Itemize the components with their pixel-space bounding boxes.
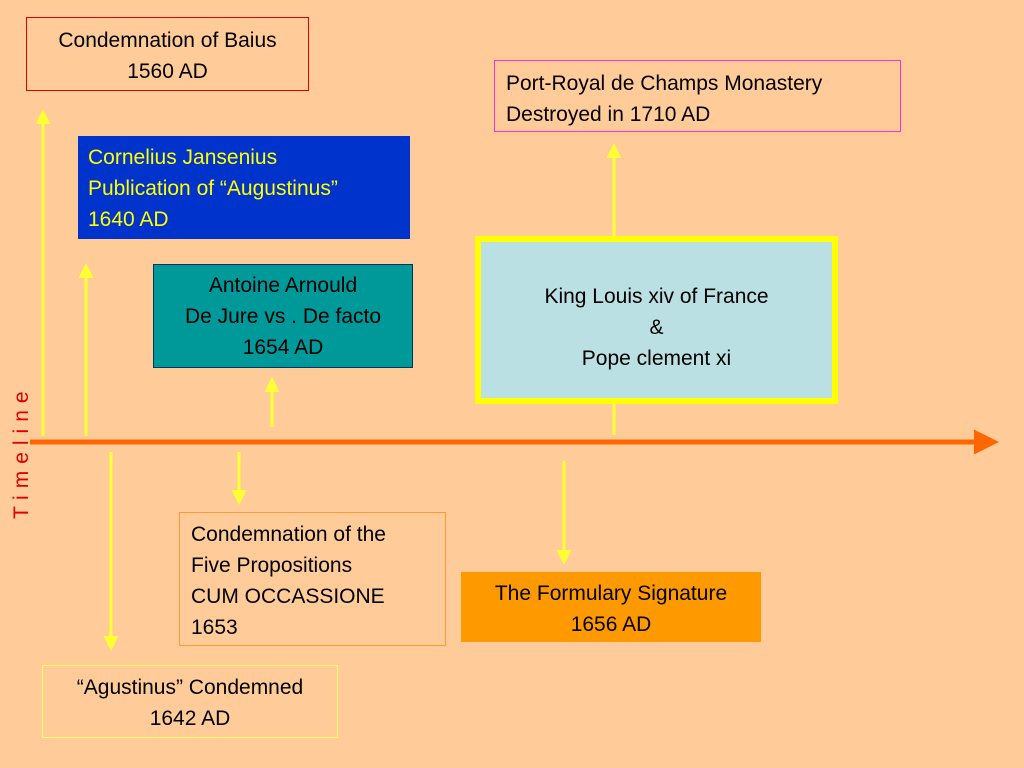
event-subtitle: Publication of “Augustinus”	[88, 177, 338, 200]
event-title: King Louis xiv of France	[544, 285, 769, 308]
event-title: Port-Royal de Champs Monastery	[506, 72, 823, 95]
event-title: Condemnation of Baius	[58, 29, 277, 52]
event-title: Antoine Arnould	[208, 274, 358, 297]
event-date: 1642 AD	[149, 707, 231, 730]
event-subtitle: CUM OCCASSIONE	[191, 585, 385, 608]
event-port-royal-destroyed: Port-Royal de Champs Monastery Destroyed…	[494, 60, 901, 132]
event-title: Condemnation of the	[191, 523, 386, 546]
event-antoine-arnould: Antoine Arnould De Jure vs . De facto 16…	[153, 264, 413, 368]
event-formulary-signature: The Formulary Signature 1656 AD	[461, 572, 761, 642]
event-title: Cornelius Jansenius	[88, 146, 278, 169]
event-date: 1640 AD	[88, 208, 169, 231]
event-date: 1654 AD	[242, 336, 324, 359]
event-agustinus-condemned: “Agustinus” Condemned 1642 AD	[42, 665, 338, 738]
event-date: 1653	[191, 616, 238, 639]
event-date: Destroyed in 1710 AD	[506, 103, 711, 126]
event-title: The Formulary Signature	[494, 582, 728, 605]
event-subtitle: De Jure vs . De facto	[184, 305, 382, 328]
event-jansenius-publication: Cornelius Jansenius Publication of “Augu…	[78, 136, 410, 239]
event-date: 1560 AD	[127, 60, 208, 83]
event-condemnation-of-baius: Condemnation of Baius 1560 AD	[26, 17, 309, 91]
event-title: “Agustinus” Condemned	[76, 676, 304, 699]
event-ampersand: &	[649, 316, 664, 339]
timeline-label: Timeline	[10, 384, 33, 520]
event-king-and-pope: King Louis xiv of France & Pope clement …	[475, 236, 838, 404]
event-date: 1656 AD	[570, 613, 652, 636]
event-five-propositions: Condemnation of the Five Propositions CU…	[179, 512, 446, 646]
event-subtitle: Pope clement xi	[581, 347, 732, 370]
event-title-cont: Five Propositions	[191, 554, 353, 577]
